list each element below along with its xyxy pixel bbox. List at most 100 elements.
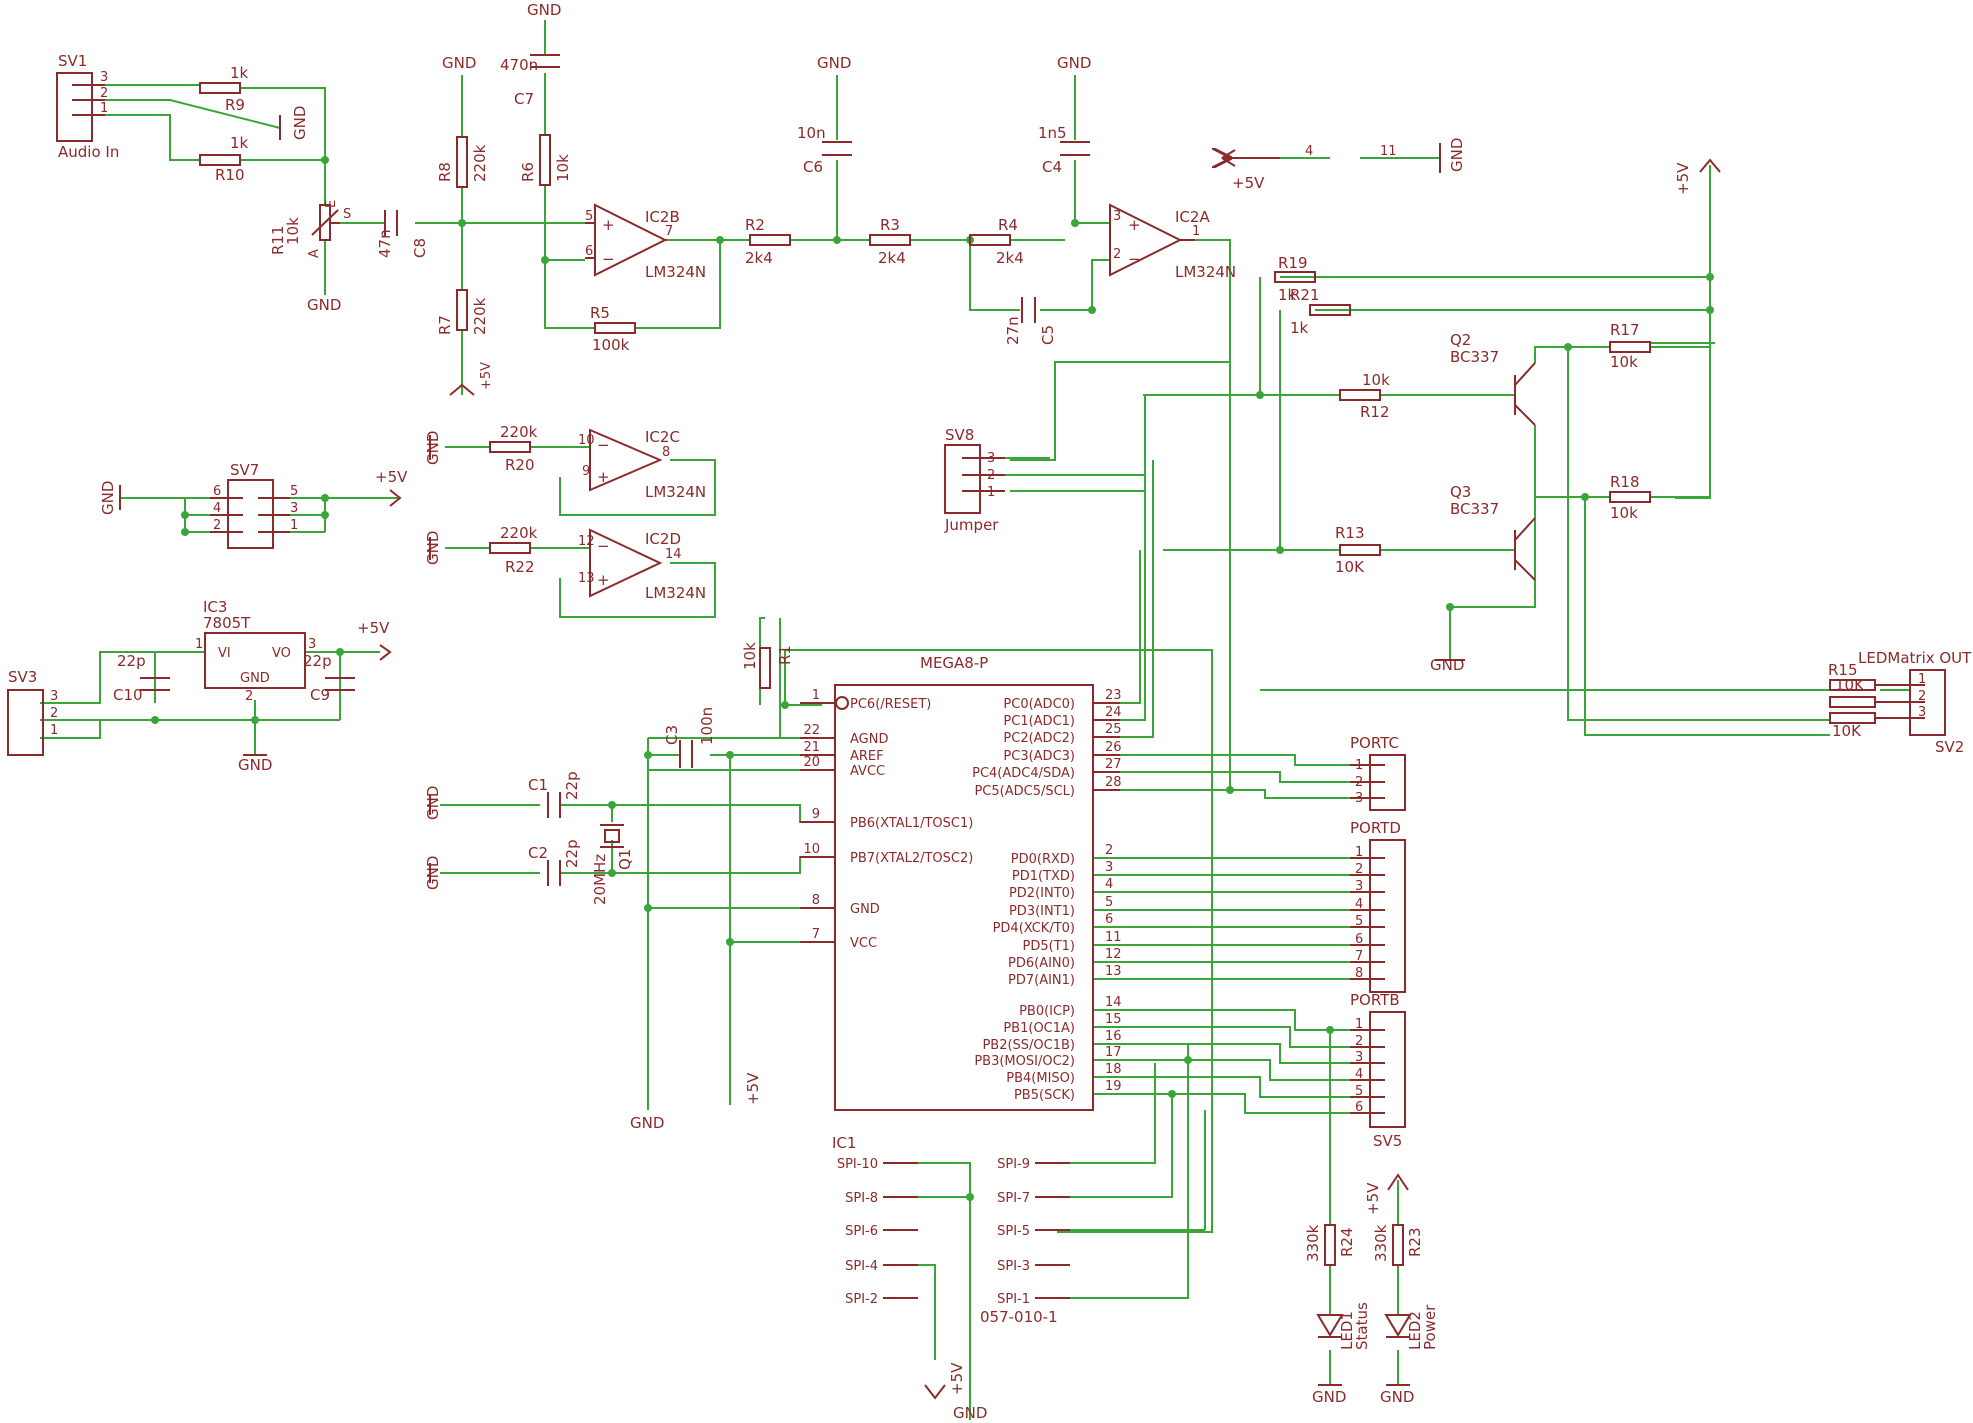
gnd-q: GND	[1430, 656, 1464, 674]
mcu-pin-num-25: 25	[1105, 722, 1122, 737]
spi-left-SPI-8: SPI-8	[845, 1191, 878, 1206]
r8-name: R8	[436, 162, 454, 182]
ic2a-pin1: 1	[1192, 224, 1200, 239]
sv7-pin1: 1	[290, 518, 298, 533]
r6-value: 10k	[554, 154, 572, 182]
gnd-sv7: GND	[99, 481, 117, 515]
vcc-sv7: +5V	[375, 468, 408, 486]
c2-name: C2	[528, 844, 548, 862]
vcc-led2: +5V	[1364, 1182, 1382, 1215]
c2-value: 22p	[563, 839, 581, 868]
pot-e: E	[324, 200, 339, 208]
gnd-c6: GND	[817, 54, 851, 72]
c6-name: C6	[803, 158, 823, 176]
spi-part: 057-010-1	[980, 1308, 1058, 1326]
pwr-pin11: 11	[1380, 144, 1397, 159]
c3-name: C3	[663, 725, 681, 745]
mcu-pin-label-25: PC2(ADC2)	[1003, 731, 1075, 746]
sv8-pin1: 1	[987, 485, 995, 500]
ic2c-name: IC2C	[645, 428, 680, 446]
ic2a-plus: +	[1128, 216, 1141, 234]
portd-pin-5: 5	[1355, 914, 1363, 929]
portb-pin-4: 4	[1355, 1067, 1363, 1082]
gnd-c7: GND	[527, 1, 561, 19]
spi-left-SPI-6: SPI-6	[845, 1224, 878, 1239]
mcu-pin-label-20: AVCC	[850, 764, 885, 779]
mcu-pin-num-27: 27	[1105, 757, 1122, 772]
vcc-r7: +5V	[479, 362, 494, 390]
gnd-led2: GND	[1380, 1388, 1414, 1406]
sv1-pin-2: 2	[100, 86, 108, 101]
r2-name: R2	[745, 216, 765, 234]
mcu-pin-label-5: PD3(INT1)	[1009, 904, 1075, 919]
ic3-name: IC3	[203, 598, 227, 616]
q2-name: Q2	[1450, 331, 1471, 349]
r7-name: R7	[436, 315, 454, 335]
mcu-pin-num-18: 18	[1105, 1062, 1122, 1077]
ic2a-minus: −	[1128, 250, 1141, 268]
sv1-pin-3: 3	[100, 70, 108, 85]
c8-value: 47n	[376, 229, 394, 258]
mcu-pin-label-21: AREF	[850, 749, 884, 764]
mcu-pin-num-20: 20	[803, 755, 820, 770]
ic2d-pin12: 12	[578, 534, 595, 549]
q3-type: BC337	[1450, 500, 1499, 518]
r3-name: R3	[880, 216, 900, 234]
mcu-pin-num-9: 9	[812, 807, 820, 822]
mcu-pin-label-2: PD0(RXD)	[1011, 852, 1075, 867]
r4-name: R4	[998, 216, 1018, 234]
ic2d-plus: +	[597, 571, 610, 589]
gnd-r8: GND	[442, 54, 476, 72]
gnd-led1: GND	[1312, 1388, 1346, 1406]
sv7-pin3: 3	[290, 501, 298, 516]
r15-name: R15	[1828, 661, 1858, 679]
sv1-desc: Audio In	[58, 143, 119, 161]
portb-pin-1: 1	[1355, 1017, 1363, 1032]
gnd-mcu: GND	[630, 1114, 664, 1132]
ic2b-type: LM324N	[645, 263, 706, 281]
c9-name: C9	[310, 686, 330, 704]
sv3-pin3: 3	[50, 689, 58, 704]
portd-pin-4: 4	[1355, 897, 1363, 912]
ic3-type: 7805T	[203, 614, 251, 632]
r20-name: R20	[505, 456, 535, 474]
mcu-pin-label-19: PB5(SCK)	[1014, 1088, 1075, 1103]
vcc-spi: +5V	[948, 1362, 966, 1395]
mcu-pin-num-7: 7	[812, 927, 820, 942]
r22-name: R22	[505, 558, 535, 576]
c8-name: C8	[411, 238, 429, 258]
r17-name: R17	[1610, 321, 1640, 339]
ic3-vo: VO	[272, 646, 291, 661]
sv7-name: SV7	[230, 461, 259, 479]
mcu-pin-label-7: VCC	[850, 936, 877, 951]
r21-name: R21	[1290, 286, 1320, 304]
r24-name: R24	[1338, 1227, 1356, 1257]
labels: SV1 Audio In 3 2 1 1k R9 1k R10 GND R11 …	[8, 1, 1972, 1422]
r23-name: R23	[1406, 1227, 1424, 1257]
mcu-pin-num-22: 22	[803, 723, 820, 738]
ic3-pin3: 3	[308, 637, 316, 652]
ic2c-pin9: 9	[582, 464, 590, 479]
mcu-pin-label-17: PB3(MOSI/OC2)	[974, 1054, 1075, 1069]
mcu-pin-label-14: PB0(ICP)	[1019, 1004, 1075, 1019]
pwr-gnd: GND	[1448, 138, 1466, 172]
spi-left-SPI-4: SPI-4	[845, 1259, 878, 1274]
led1-desc: Status	[1353, 1302, 1371, 1350]
spi-left-SPI-10: SPI-10	[837, 1157, 878, 1172]
mcu-pins: 1PC6(/RESET)22AGND21AREF20AVCC9PB6(XTAL1…	[803, 688, 1121, 1103]
ic2a-pin2: 2	[1113, 247, 1121, 262]
ic2b-name: IC2B	[645, 208, 680, 226]
c4-name: C4	[1042, 158, 1062, 176]
sv7-pin6: 6	[213, 484, 221, 499]
r18-name: R18	[1610, 473, 1640, 491]
r3-value: 2k4	[878, 249, 906, 267]
r22-value: 220k	[500, 524, 538, 542]
portd-pin-7: 7	[1355, 949, 1363, 964]
led2-desc: Power	[1421, 1304, 1439, 1350]
ic2d-type: LM324N	[645, 584, 706, 602]
ic2b-pin6: 6	[585, 244, 593, 259]
c5-name: C5	[1039, 325, 1057, 345]
mcu-pin-num-2: 2	[1105, 843, 1113, 858]
gnd-r22: GND	[424, 531, 442, 565]
